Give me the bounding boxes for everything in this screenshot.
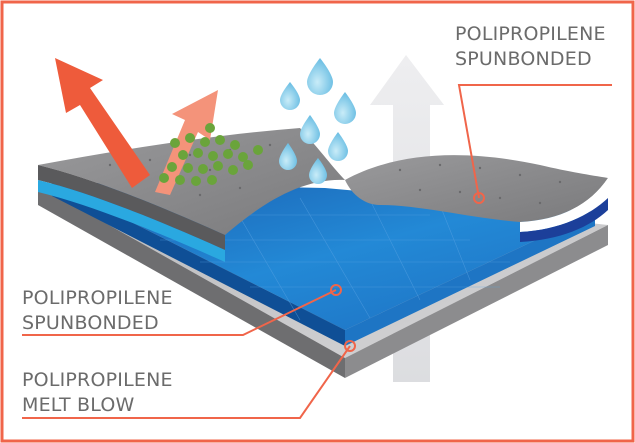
label-bottom-layer: POLIPROPILENE MELT BLOW (22, 368, 173, 418)
label-middle-layer: POLIPROPILENE SPUNBONDED (22, 286, 173, 336)
label-top-line1: POLIPROPILENE (455, 23, 606, 45)
label-middle-line1: POLIPROPILENE (22, 287, 173, 309)
outflow-arrow-icon (55, 58, 150, 188)
particle-icon (159, 123, 263, 186)
label-top-layer: POLIPROPILENE SPUNBONDED (455, 22, 606, 72)
label-bottom-line1: POLIPROPILENE (22, 369, 173, 391)
label-top-line2: SPUNBONDED (455, 48, 592, 70)
water-drop-icon (279, 58, 356, 184)
label-bottom-line2: MELT BLOW (22, 394, 135, 416)
label-middle-line2: SPUNBONDED (22, 312, 159, 334)
leader-lines (22, 84, 612, 419)
